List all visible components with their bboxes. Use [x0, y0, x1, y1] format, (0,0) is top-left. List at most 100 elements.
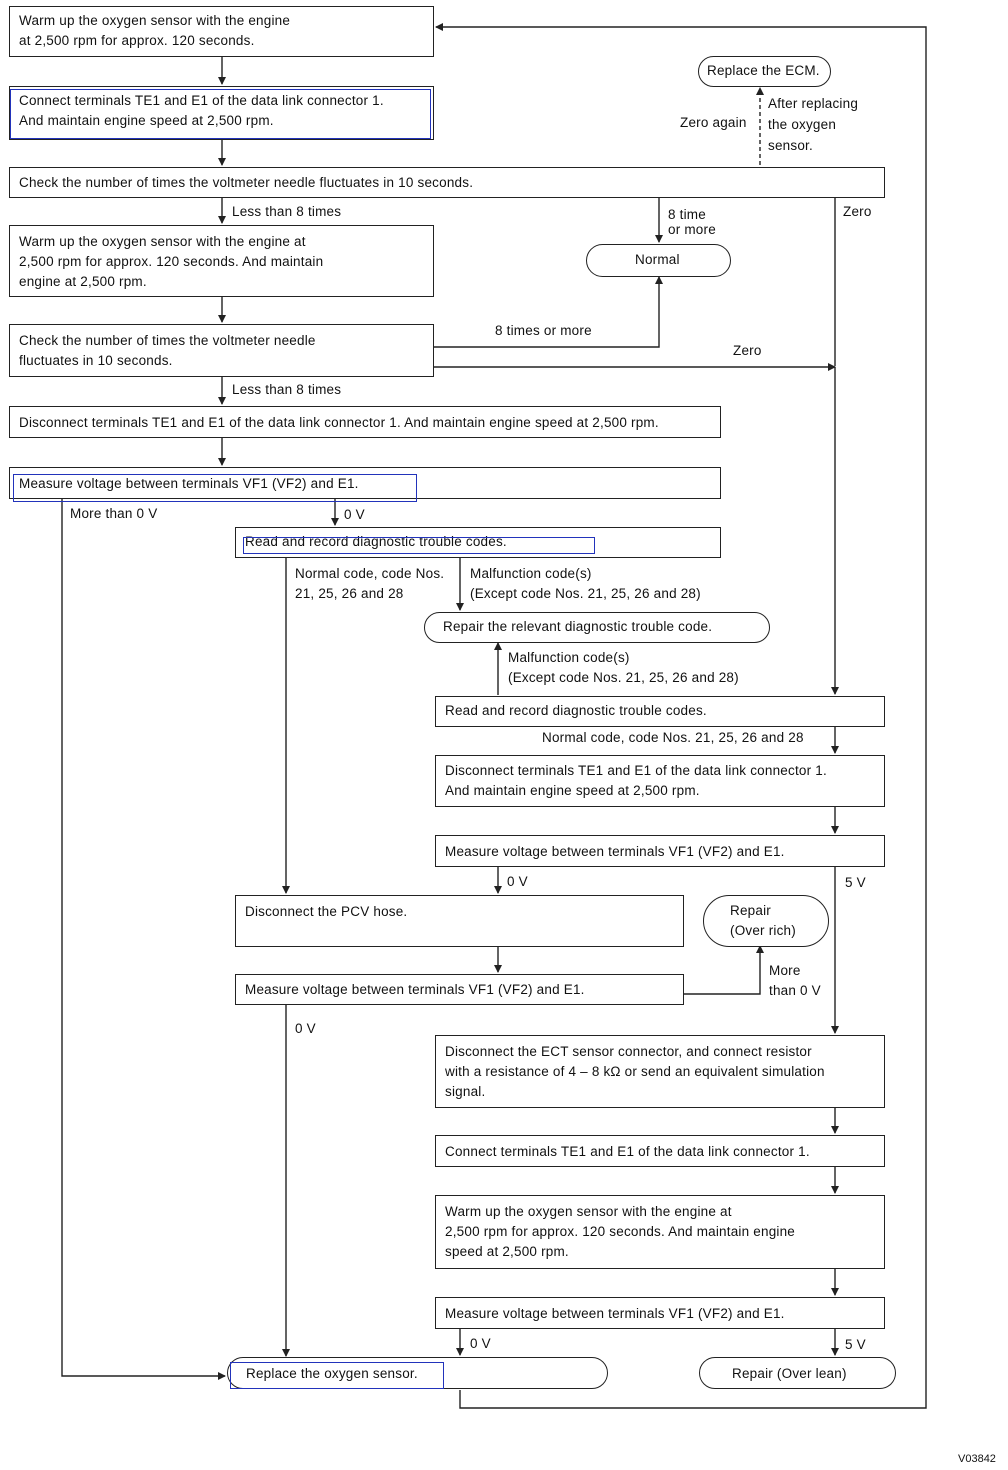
text-line: Repair (Over lean)	[732, 1366, 847, 1381]
label-zero-a: Zero	[843, 202, 872, 222]
text-line: 0 V	[507, 874, 528, 889]
text-line: Less than 8 times	[232, 204, 342, 219]
text-line: Measure voltage between terminals VF1 (V…	[245, 982, 585, 997]
text-line: Zero	[733, 343, 762, 358]
text-line: Replace the ECM.	[707, 63, 820, 78]
text-line: Malfunction code(s)	[508, 650, 630, 665]
text-line: More than 0 V	[70, 506, 158, 521]
text-line: 8 time	[668, 207, 706, 222]
label-malfunction-a: Malfunction code(s) (Except code Nos. 21…	[470, 564, 701, 604]
step-warm-up-3-box: Warm up the oxygen sensor with the engin…	[435, 1195, 885, 1269]
step-warm-up-box: Warm up the oxygen sensor with the engin…	[9, 6, 434, 57]
step-repair-code-box: Repair the relevant diagnostic trouble c…	[424, 612, 770, 643]
text-line: More	[769, 963, 801, 978]
text-line: 5 V	[845, 875, 866, 890]
text-line: or more	[668, 222, 716, 237]
label-after-replacing: After replacing the oxygen sensor.	[768, 93, 858, 156]
text-line: Repair the relevant diagnostic trouble c…	[443, 619, 713, 634]
normal-terminal-box: Normal	[586, 244, 731, 277]
text-line: than 0 V	[769, 983, 821, 998]
label-8-times-or-more-a: 8 time or more	[668, 207, 716, 237]
text-line: speed at 2,500 rpm.	[445, 1244, 569, 1259]
label-5v-a: 5 V	[845, 873, 866, 893]
text-line: Disconnect terminals TE1 and E1 of the d…	[19, 415, 659, 430]
text-line: 2,500 rpm for approx. 120 seconds. And m…	[445, 1224, 796, 1239]
text-line: Read and record diagnostic trouble codes…	[445, 703, 707, 718]
text-line: Malfunction code(s)	[470, 566, 592, 581]
label-more-than-0v-a: More than 0 V	[70, 504, 157, 524]
text-line: Measure voltage between terminals VF1 (V…	[445, 1306, 785, 1321]
text-line: the oxygen	[768, 117, 837, 132]
label-zero-b: Zero	[733, 341, 762, 361]
step-repair-over-lean-box: Repair (Over lean)	[699, 1357, 896, 1389]
text-line: Warm up the oxygen sensor with the engin…	[19, 13, 291, 28]
step-disconnect-te1-box: Disconnect terminals TE1 and E1 of the d…	[9, 406, 721, 438]
text-line: engine at 2,500 rpm.	[19, 274, 147, 289]
text-line: Zero again	[680, 115, 747, 130]
figure-code: V03842	[958, 1452, 996, 1466]
text-line: Warm up the oxygen sensor with the engin…	[19, 234, 306, 249]
step-measure-voltage-3-box: Measure voltage between terminals VF1 (V…	[235, 974, 684, 1005]
step-measure-voltage-box: Measure voltage between terminals VF1 (V…	[9, 467, 721, 499]
text-line: signal.	[445, 1084, 486, 1099]
text-line: 2,500 rpm for approx. 120 seconds. And m…	[19, 254, 324, 269]
text-line: Warm up the oxygen sensor with the engin…	[445, 1204, 732, 1219]
highlight-box	[230, 1362, 444, 1389]
text-line: 8 times or more	[495, 323, 592, 338]
text-line: V03842	[958, 1453, 996, 1465]
text-line: fluctuates in 10 seconds.	[19, 353, 173, 368]
text-line: Disconnect the PCV hose.	[245, 904, 408, 919]
label-normal-code-a: Normal code, code Nos. 21, 25, 26 and 28	[295, 564, 444, 604]
text-line: 5 V	[845, 1337, 866, 1352]
label-malfunction-b: Malfunction code(s) (Except code Nos. 21…	[508, 648, 739, 688]
label-normal-code-b: Normal code, code Nos. 21, 25, 26 and 28	[542, 728, 804, 748]
step-disconnect-ect-box: Disconnect the ECT sensor connector, and…	[435, 1035, 885, 1108]
text-line: And maintain engine speed at 2,500 rpm.	[19, 113, 274, 128]
text-line: Zero	[843, 204, 872, 219]
label-less-than-8-b: Less than 8 times	[232, 380, 341, 400]
text-line: Normal code, code Nos.	[295, 566, 445, 581]
step-check-needle-2-box: Check the number of times the voltmeter …	[9, 324, 434, 377]
text-line: 21, 25, 26 and 28	[295, 586, 404, 601]
text-line: (Over rich)	[730, 923, 796, 938]
step-disconnect-pcv-box: Disconnect the PCV hose.	[235, 895, 684, 947]
text-line: 0 V	[344, 507, 365, 522]
step-connect-te1-box: Connect terminals TE1 and E1 of the data…	[9, 86, 434, 140]
text-line: (Except code Nos. 21, 25, 26 and 28)	[508, 670, 739, 685]
step-disconnect-te1-2-box: Disconnect terminals TE1 and E1 of the d…	[435, 755, 885, 807]
text-line: 0 V	[295, 1021, 316, 1036]
line-b5-normal	[434, 276, 663, 348]
text-line: with a resistance of 4 – 8 kΩ or send an…	[445, 1064, 825, 1079]
step-read-codes-box: Read and record diagnostic trouble codes…	[235, 527, 721, 558]
highlight-box	[13, 474, 417, 502]
text-line: Normal code, code Nos. 21, 25, 26 and 28	[542, 730, 804, 745]
text-line: Repair	[730, 903, 771, 918]
highlight-box	[10, 89, 431, 139]
step-measure-voltage-2-box: Measure voltage between terminals VF1 (V…	[435, 835, 885, 867]
text-line: And maintain engine speed at 2,500 rpm.	[445, 783, 700, 798]
text-line: After replacing	[768, 96, 859, 111]
line-loop-back	[435, 23, 927, 1409]
text-line: Disconnect the ECT sensor connector, and…	[445, 1044, 812, 1059]
text-line: Check the number of times the voltmeter …	[19, 175, 474, 190]
label-5v-b: 5 V	[845, 1335, 866, 1355]
text-line: Less than 8 times	[232, 382, 342, 397]
text-line: Disconnect terminals TE1 and E1 of the d…	[445, 763, 827, 778]
step-read-codes-2-box: Read and record diagnostic trouble codes…	[435, 696, 885, 727]
text-line: at 2,500 rpm for approx. 120 seconds.	[19, 33, 255, 48]
step-repair-over-rich-box: Repair (Over rich)	[703, 895, 829, 947]
label-0v-d: 0 V	[470, 1334, 491, 1354]
text-line: Measure voltage between terminals VF1 (V…	[445, 844, 785, 859]
step-check-needle-box: Check the number of times the voltmeter …	[9, 167, 885, 198]
text-line: (Except code Nos. 21, 25, 26 and 28)	[470, 586, 701, 601]
text-line: 0 V	[470, 1336, 491, 1351]
label-0v-b: 0 V	[507, 872, 528, 892]
step-measure-voltage-4-box: Measure voltage between terminals VF1 (V…	[435, 1297, 885, 1329]
step-replace-ecm-box: Replace the ECM.	[698, 56, 831, 87]
label-0v-a: 0 V	[344, 505, 365, 525]
text-line: sensor.	[768, 138, 813, 153]
label-less-than-8-a: Less than 8 times	[232, 202, 341, 222]
step-warm-up-2-box: Warm up the oxygen sensor with the engin…	[9, 225, 434, 297]
label-8-times-or-more-b: 8 times or more	[495, 321, 592, 341]
